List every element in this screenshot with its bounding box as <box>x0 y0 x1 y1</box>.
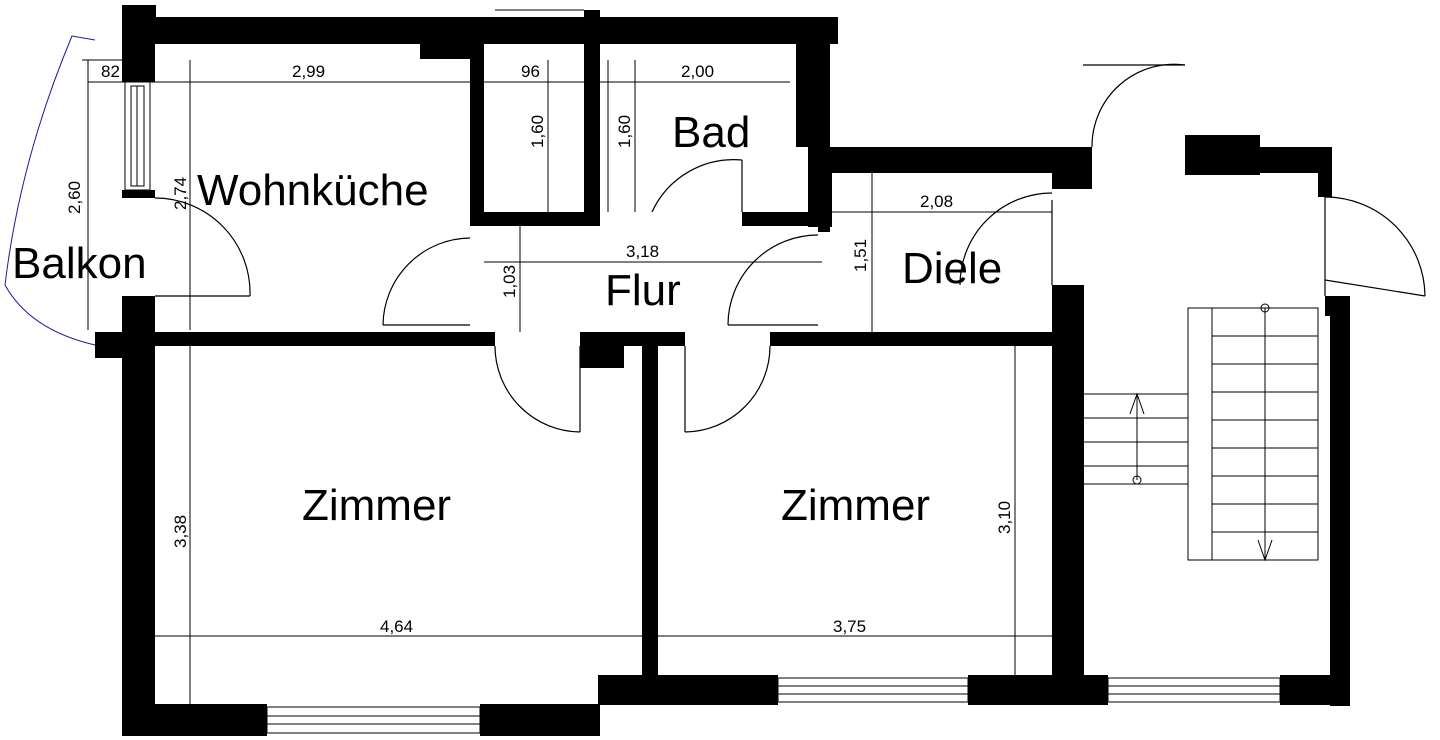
dim-bad-width: 2,00 <box>681 62 714 81</box>
dim-diele-depth: 1,51 <box>851 239 870 272</box>
dim-kueche-depth: 2,74 <box>171 177 190 210</box>
room-label-diele: Diele <box>902 244 1002 293</box>
balcony-outline <box>4 35 96 346</box>
dim-flur-depth: 1,03 <box>500 265 519 298</box>
dim-balkon-width: 82 <box>101 62 120 81</box>
room-label-balkon: Balkon <box>12 239 147 288</box>
doors <box>154 63 1426 433</box>
dim-balkon-depth: 2,60 <box>65 181 84 214</box>
dim-zimmer1-depth: 3,38 <box>171 515 190 548</box>
room-label-wohnkueche: Wohnküche <box>197 166 429 215</box>
dim-abstell-width: 96 <box>521 62 540 81</box>
dim-zimmer2-width: 3,75 <box>833 617 866 636</box>
staircase <box>1084 303 1351 606</box>
room-label-bad: Bad <box>672 108 750 157</box>
dimension-lines <box>88 60 1052 704</box>
dim-zimmer2-depth: 3,10 <box>995 501 1014 534</box>
dim-flur-width: 3,18 <box>626 242 659 261</box>
dim-zimmer1-width: 4,64 <box>380 617 413 636</box>
dim-bad-depth: 1,60 <box>615 115 634 148</box>
dim-diele-width: 2,08 <box>920 192 953 211</box>
dim-abstell-depth: 1,60 <box>528 115 547 148</box>
windows <box>124 9 1281 734</box>
room-label-zimmer-1: Zimmer <box>302 481 451 530</box>
room-label-flur: Flur <box>605 266 681 315</box>
walls <box>95 5 1350 736</box>
dim-kueche-width: 2,99 <box>292 62 325 81</box>
room-label-zimmer-2: Zimmer <box>781 481 930 530</box>
